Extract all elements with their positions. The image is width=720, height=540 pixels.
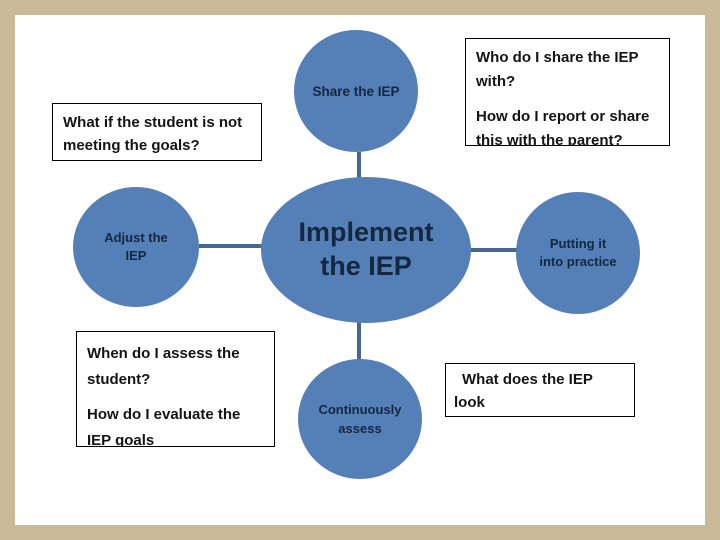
note-box-assess-questions: When do I assess the student? How do I e…: [76, 331, 275, 447]
note-adjust-question: What if the student is not meeting the g…: [63, 114, 243, 154]
node-share-label: Share the IEP: [312, 83, 400, 99]
node-share-the-iep: Share the IEP: [294, 30, 418, 152]
connector-right: [470, 248, 517, 252]
connector-top: [357, 152, 361, 179]
node-center-label: Implement the IEP: [298, 217, 434, 281]
node-continuously-assess: Continuously assess: [298, 359, 422, 479]
note-share-question-1: Who do I share the IEP with?: [476, 49, 639, 90]
note-box-share-questions: Who do I share the IEP with? How do I re…: [465, 38, 670, 146]
node-putting-label: Putting it into practice: [539, 235, 617, 269]
node-adjust-label: Adjust the IEP: [104, 229, 168, 263]
connector-bottom: [357, 322, 361, 360]
note-assess-question-2: How do I evaluate the IEP goals: [87, 406, 241, 447]
node-implement-the-iep: Implement the IEP: [261, 177, 471, 323]
note-share-question-2: How do I report or share this with the p…: [476, 108, 650, 146]
note-box-adjust-question: What if the student is not meeting the g…: [52, 103, 262, 161]
connector-left: [199, 244, 262, 248]
node-adjust-the-iep: Adjust the IEP: [73, 187, 199, 307]
node-assess-label: Continuously assess: [318, 401, 402, 437]
note-box-practice-question: What does the IEP look like in practice?: [445, 363, 635, 417]
node-putting-into-practice: Putting it into practice: [516, 192, 640, 314]
note-assess-question-1: When do I assess the student?: [87, 345, 240, 388]
note-practice-question: What does the IEP look like in practice?: [454, 371, 593, 411]
